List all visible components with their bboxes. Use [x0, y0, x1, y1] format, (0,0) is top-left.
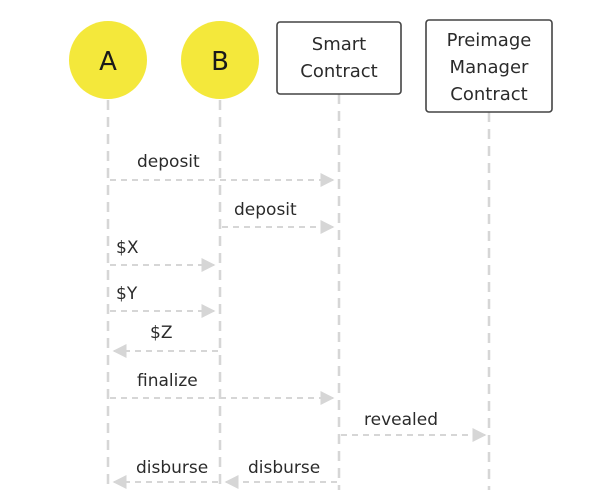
actor-a-circle: [69, 21, 147, 99]
message-label: disburse: [248, 458, 320, 478]
participant-a: A: [69, 21, 147, 99]
message-disburse-a: disburse: [112, 458, 218, 489]
message-label: revealed: [364, 410, 438, 430]
actor-a-label: A: [99, 47, 117, 77]
message-revealed: revealed: [341, 410, 487, 442]
smart-contract-box: [276, 21, 402, 95]
smart-contract-label-line-2: Contract: [300, 61, 377, 82]
message-disburse-b: disburse: [224, 458, 337, 489]
message-label: $Y: [116, 284, 138, 304]
message-y: $Y: [110, 284, 216, 318]
message-label: deposit: [234, 200, 297, 220]
message-x: $X: [110, 238, 216, 272]
preimage-manager-label-line-3: Contract: [450, 84, 527, 105]
message-z: $Z: [112, 323, 218, 358]
participant-preimage-manager: Preimage Manager Contract: [425, 19, 553, 113]
message-label: $X: [116, 238, 139, 258]
preimage-manager-box: [425, 19, 553, 113]
actor-b-label: B: [211, 47, 229, 77]
message-finalize: finalize: [110, 371, 335, 405]
preimage-manager-label-line-2: Manager: [450, 57, 529, 78]
message-deposit-a: deposit: [110, 152, 335, 187]
message-label: $Z: [150, 323, 172, 343]
message-label: disburse: [136, 458, 208, 478]
message-label: finalize: [137, 371, 198, 391]
actor-b-circle: [181, 21, 259, 99]
preimage-manager-label-line-1: Preimage: [447, 30, 532, 51]
smart-contract-label-line-1: Smart: [312, 34, 366, 55]
participant-smart-contract: Smart Contract: [276, 21, 402, 95]
message-label: deposit: [137, 152, 200, 172]
participant-b: B: [181, 21, 259, 99]
message-deposit-b: deposit: [222, 200, 335, 234]
